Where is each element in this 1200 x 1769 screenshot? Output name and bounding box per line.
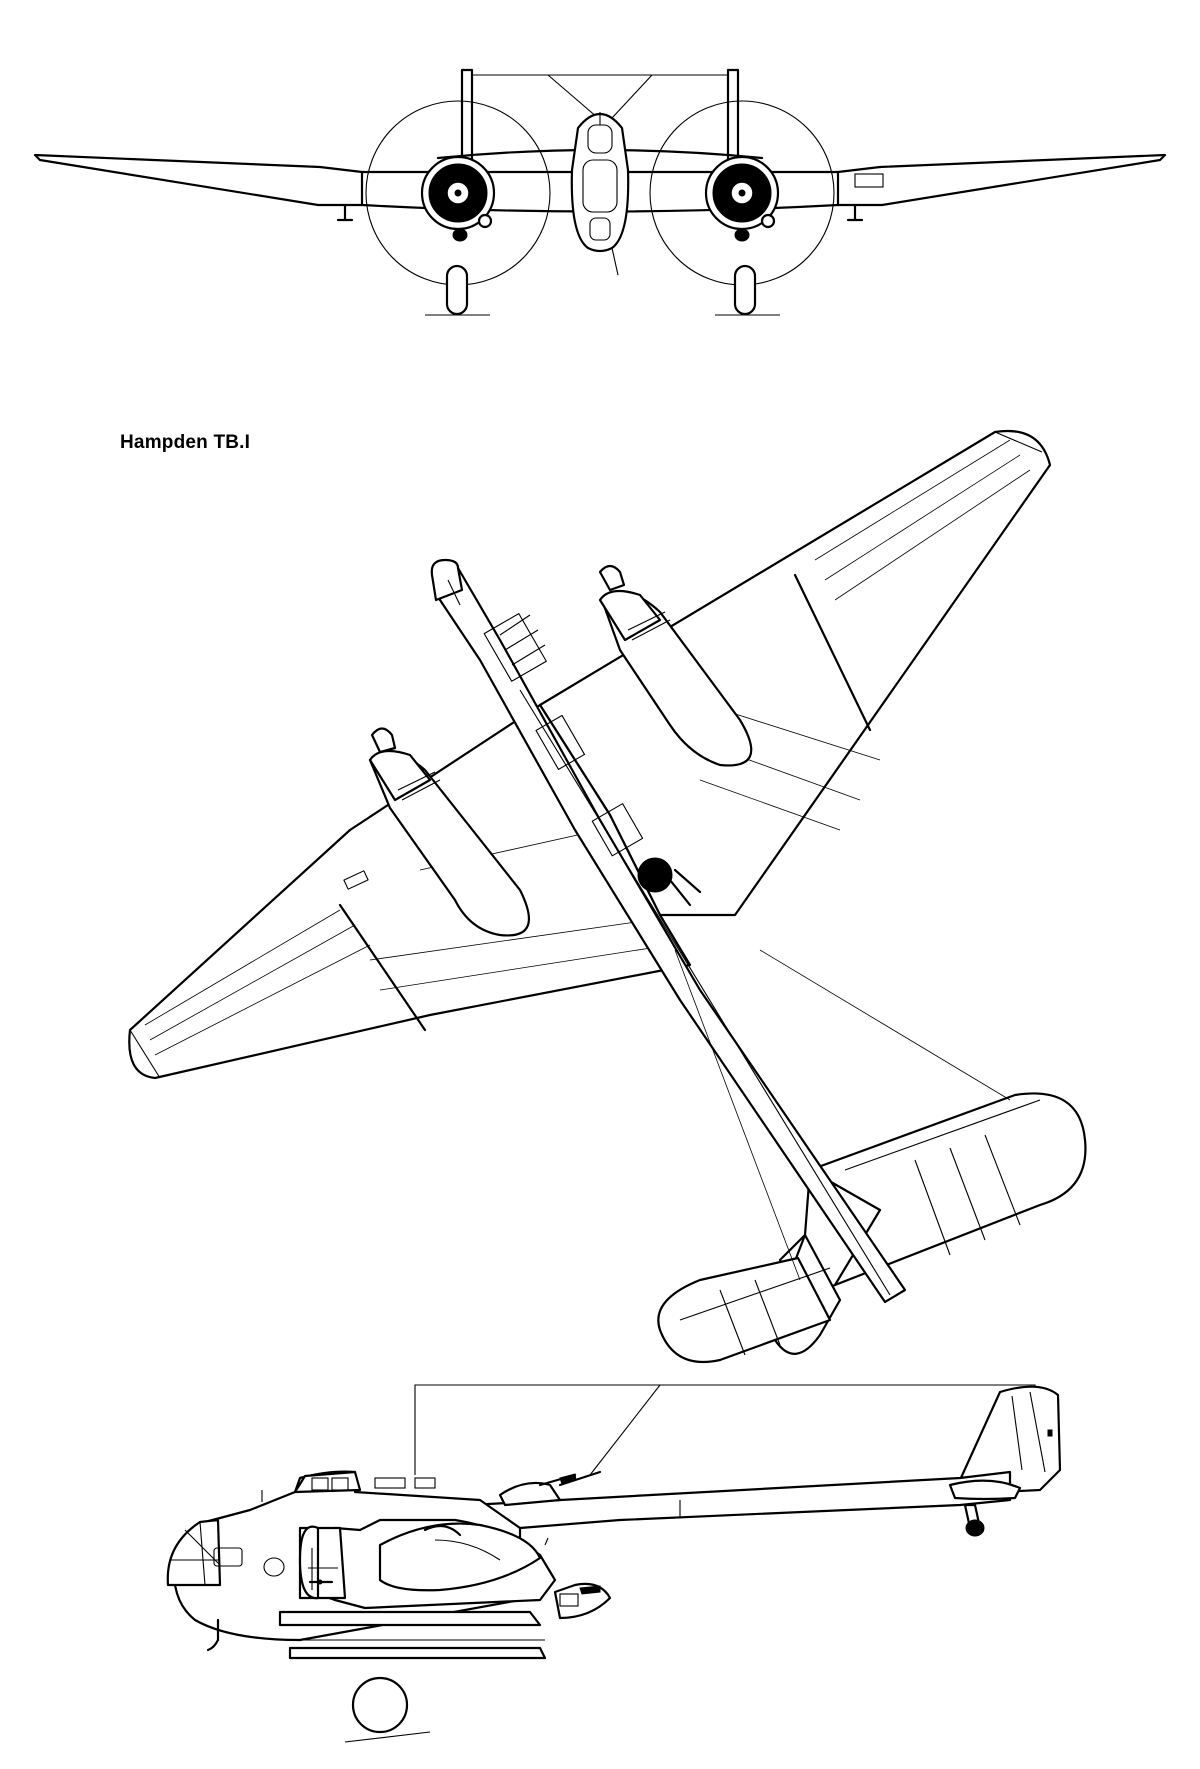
- plan-right-wing: [538, 429, 1052, 917]
- front-view: [33, 68, 1167, 316]
- front-right-wheel: [733, 264, 757, 316]
- side-tail-boom: [468, 1470, 1012, 1530]
- plan-right-nacelle: [598, 564, 753, 767]
- front-right-engine: [704, 155, 780, 242]
- side-view-drawing: [166, 1384, 1062, 1743]
- side-main-wheel: [351, 1676, 409, 1734]
- plan-right-tailplane: [808, 1092, 1087, 1287]
- plan-left-tailplane-outer: [657, 1256, 832, 1364]
- aircraft-designation-label: Hampden TB.I: [120, 432, 251, 453]
- side-nose-glazing: [166, 1518, 222, 1587]
- side-fin: [958, 1385, 1062, 1494]
- front-fuselage: [570, 112, 630, 276]
- front-left-wheel: [445, 264, 469, 316]
- plan-view: [128, 429, 1087, 1364]
- plan-dorsal-gun-position: [637, 857, 673, 893]
- plan-left-nacelle: [368, 727, 530, 937]
- front-left-engine: [420, 155, 496, 242]
- side-torpedo: [288, 1646, 547, 1660]
